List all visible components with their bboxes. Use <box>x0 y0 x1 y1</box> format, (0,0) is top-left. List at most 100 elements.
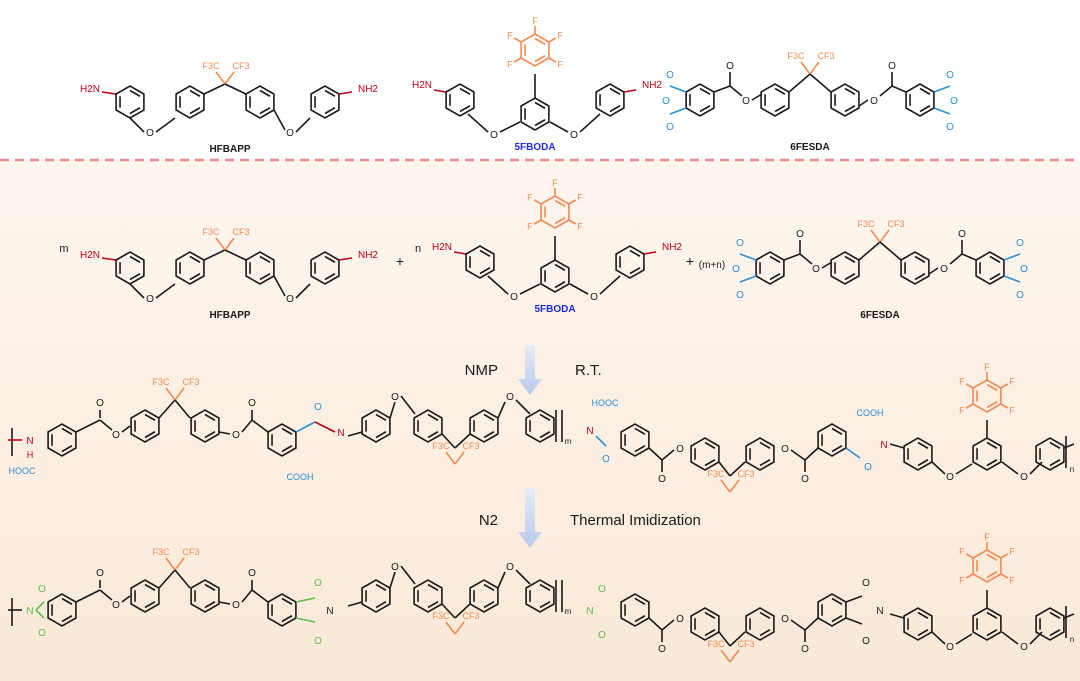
bond <box>1000 573 1009 579</box>
bond <box>295 617 316 623</box>
double-bond <box>699 105 711 113</box>
benzene-ring <box>361 409 391 443</box>
fluorine-label: F <box>532 16 538 26</box>
bond <box>513 57 522 63</box>
bond <box>933 107 951 115</box>
bond <box>389 571 396 589</box>
ether-oxygen: O <box>232 430 240 441</box>
double-bond <box>554 217 566 225</box>
bond <box>961 253 977 261</box>
bond <box>648 617 663 631</box>
double-bond <box>144 601 156 609</box>
amide-nitrogen: N <box>26 436 33 447</box>
carbonyl-oxygen: O <box>1016 238 1024 249</box>
anhydride-ring <box>685 83 715 117</box>
carbonyl-oxygen: O <box>1016 290 1024 301</box>
double-bond <box>1049 441 1061 449</box>
monomer-name: 6FESDA <box>790 142 829 153</box>
bond <box>965 383 974 389</box>
benzene-ring <box>465 245 495 279</box>
bond <box>729 85 743 97</box>
double-bond <box>769 255 781 263</box>
double-bond <box>483 601 495 609</box>
solvent-label: NMP <box>465 362 498 379</box>
carbonyl-oxygen: O <box>248 568 256 579</box>
double-bond <box>427 431 439 439</box>
double-bond <box>986 571 998 579</box>
ether-oxygen: O <box>1020 472 1028 483</box>
ether-oxygen: O <box>146 294 154 305</box>
bond <box>720 649 731 663</box>
fluorine-label: F <box>959 576 965 586</box>
fluorine-label: F <box>507 60 513 70</box>
ether-oxygen: O <box>946 642 954 653</box>
ether-oxygen: O <box>510 292 518 303</box>
bond <box>1003 275 1021 283</box>
reaction-scheme-background <box>0 160 1080 681</box>
amine-group: H2N <box>412 80 432 91</box>
bond <box>441 603 456 619</box>
double-bond <box>539 431 551 439</box>
bond <box>623 89 637 93</box>
ether-oxygen: O <box>112 600 120 611</box>
benzene-ring <box>413 409 443 443</box>
ether-oxygen: O <box>112 430 120 441</box>
bond <box>809 73 832 93</box>
bond <box>648 447 663 461</box>
fluorine-label: F <box>959 377 965 387</box>
monomer-name: HFBAPP <box>209 310 250 321</box>
double-bond <box>189 107 201 115</box>
bond <box>858 99 869 107</box>
benzene-ring <box>413 579 443 613</box>
anhydride-oxygen: O <box>662 96 670 107</box>
double-bond <box>774 87 786 95</box>
bond <box>203 249 226 261</box>
benzene-ring <box>620 423 650 457</box>
double-bond <box>204 431 216 439</box>
double-bond <box>986 383 998 391</box>
bond <box>295 117 311 133</box>
bond <box>75 419 101 433</box>
carbonyl-oxygen: O <box>958 229 966 240</box>
bond <box>729 479 740 493</box>
carbonyl-oxygen: O <box>314 578 322 589</box>
double-bond <box>375 583 387 591</box>
double-bond <box>831 445 843 453</box>
bond <box>158 569 176 589</box>
bond <box>661 619 675 631</box>
double-bond <box>375 413 387 421</box>
amide-hydrogen: H <box>27 450 34 460</box>
double-bond <box>554 263 566 271</box>
double-bond <box>844 87 856 95</box>
fluorine-label: F <box>1009 547 1015 557</box>
bond <box>1000 553 1009 559</box>
ether-oxygen: O <box>781 444 789 455</box>
anhydride-ring <box>755 251 785 285</box>
bond <box>845 447 861 459</box>
double-bond <box>534 55 546 63</box>
double-bond <box>324 107 336 115</box>
double-bond <box>989 255 1001 263</box>
bond <box>295 421 316 433</box>
benzene-ring <box>310 251 340 285</box>
double-bond <box>1049 629 1061 637</box>
carboxylic-acid: HOOC <box>592 398 620 408</box>
benzene-ring <box>130 579 160 613</box>
double-bond <box>281 597 293 605</box>
double-bond <box>324 255 336 263</box>
cf3-label: CF3 <box>232 61 249 71</box>
anhydride-oxygen: O <box>1020 264 1028 275</box>
bond <box>955 463 973 475</box>
amine-group: NH2 <box>662 242 682 253</box>
double-bond <box>774 105 786 113</box>
benzene-ring <box>745 607 775 641</box>
bond <box>314 421 336 433</box>
double-bond <box>324 89 336 97</box>
bond <box>729 631 746 647</box>
carbonyl-oxygen: O <box>801 644 809 655</box>
bond <box>931 461 946 475</box>
carbonyl-oxygen: O <box>862 636 870 647</box>
fluorine-label: F <box>577 193 583 203</box>
double-bond <box>483 413 495 421</box>
double-bond <box>259 89 271 97</box>
